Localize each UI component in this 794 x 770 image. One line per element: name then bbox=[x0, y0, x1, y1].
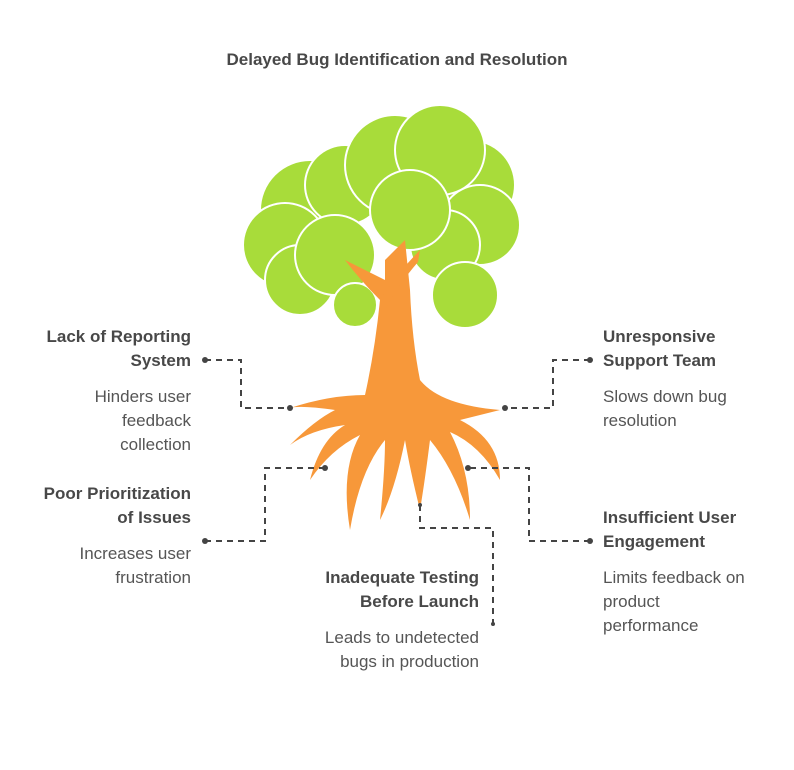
item-poor-prioritization: Poor Prioritization of Issues Increases … bbox=[40, 482, 191, 590]
item-heading: Lack of Reporting System bbox=[46, 327, 191, 370]
item-unresponsive-support: Unresponsive Support Team Slows down bug… bbox=[603, 325, 773, 433]
tree-foliage bbox=[242, 104, 521, 329]
item-heading: Insufficient User Engagement bbox=[603, 508, 737, 551]
item-description: Limits feedback on product performance bbox=[603, 568, 745, 635]
connectors bbox=[205, 359, 590, 624]
item-description: Increases user frustration bbox=[79, 544, 192, 587]
connector-dots bbox=[202, 357, 593, 626]
item-inadequate-testing: Inadequate Testing Before Launch Leads t… bbox=[320, 566, 479, 674]
item-lack-of-reporting: Lack of Reporting System Hinders user fe… bbox=[0, 325, 191, 457]
item-heading: Inadequate Testing Before Launch bbox=[325, 568, 479, 611]
item-description: Slows down bug resolution bbox=[603, 387, 727, 430]
item-description: Leads to undetected bugs in production bbox=[324, 628, 479, 671]
item-insufficient-engagement: Insufficient User Engagement Limits feed… bbox=[603, 506, 773, 638]
item-heading: Poor Prioritization of Issues bbox=[43, 484, 191, 527]
item-description: Hinders user feedback collection bbox=[94, 387, 191, 454]
tree-trunk-roots bbox=[290, 240, 500, 530]
item-heading: Unresponsive Support Team bbox=[603, 327, 717, 370]
diagram-title: Delayed Bug Identification and Resolutio… bbox=[226, 50, 568, 69]
